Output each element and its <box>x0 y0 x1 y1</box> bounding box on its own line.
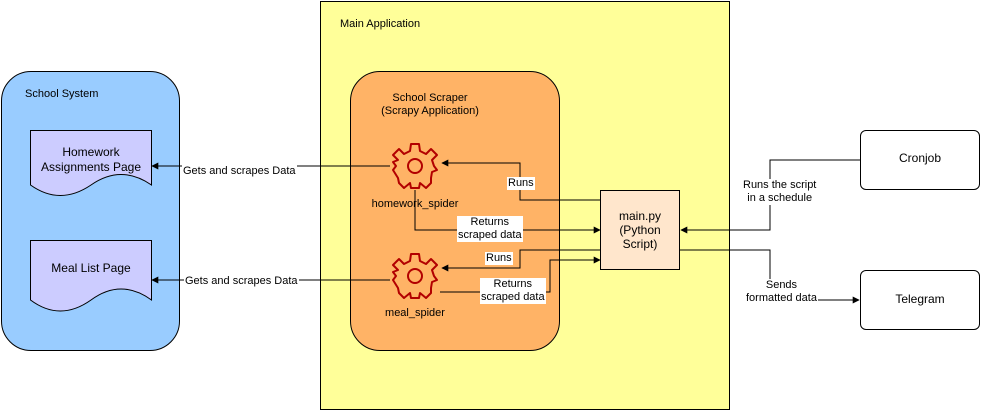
meal-page-label: Meal List Page <box>51 261 131 275</box>
edge-runs-meal <box>441 249 600 272</box>
cron-runs-line2: in a schedule <box>747 192 813 204</box>
gear-icon <box>392 143 438 189</box>
homework-spider-label: homework_spider <box>371 198 459 210</box>
meal-list-page: Meal List Page <box>30 240 152 315</box>
edge-label-gets-homework: Gets and scrapes Data <box>182 165 297 178</box>
returns-homework-line2: scraped data <box>458 229 522 241</box>
returns-meal-line2: scraped data <box>481 291 545 303</box>
edge-label-runs-homework: Runs <box>507 177 535 190</box>
homework-page-label-line2: Assignments Page <box>40 160 142 174</box>
cronjob-label: Cronjob <box>898 151 942 165</box>
returns-homework-line1: Returns <box>470 216 510 228</box>
main-application-title: Main Application <box>340 18 421 30</box>
telegram-box <box>860 270 980 330</box>
main-py-label: main.py (Python Script) <box>600 209 680 251</box>
sends-line2: formatted data <box>746 292 817 304</box>
school-scraper-title: School Scraper (Scrapy Application) <box>350 92 510 118</box>
homework-page-shape <box>30 130 152 196</box>
gear-icon <box>392 253 438 299</box>
school-system-title: School System <box>25 88 99 100</box>
homework-page-label-line1: Homework <box>62 145 120 159</box>
school-scraper-title-line2: (Scrapy Application) <box>381 105 479 117</box>
school-system-container <box>1 71 180 351</box>
edge-label-gets-meal: Gets and scrapes Data <box>184 275 299 288</box>
edge-label-sends: Sends formatted data <box>745 279 818 305</box>
school-scraper-container <box>350 71 560 351</box>
main-py-label-line1: main.py <box>618 209 662 223</box>
telegram-label: Telegram <box>895 292 945 306</box>
school-scraper-title-line1: School Scraper <box>392 92 468 104</box>
edge-returns-homework <box>414 190 601 234</box>
meal-spider-label: meal_spider <box>385 307 445 319</box>
cron-runs-line1: Runs the script <box>743 179 817 191</box>
returns-meal-line1: Returns <box>493 278 533 290</box>
edge-label-returns-meal: Returns scraped data <box>480 278 546 304</box>
sends-line1: Sends <box>765 279 798 291</box>
homework-assignments-page: Homework Assignments Page <box>30 130 152 200</box>
edge-label-cron-runs: Runs the script in a schedule <box>742 179 818 205</box>
meal-page-shape <box>30 240 152 312</box>
edge-label-runs-meal: Runs <box>485 252 513 265</box>
edge-label-returns-homework: Returns scraped data <box>457 216 523 242</box>
main-py-label-line2: (Python <box>619 223 661 237</box>
cronjob-box <box>860 130 980 190</box>
main-py-label-line3: Script) <box>622 237 658 251</box>
